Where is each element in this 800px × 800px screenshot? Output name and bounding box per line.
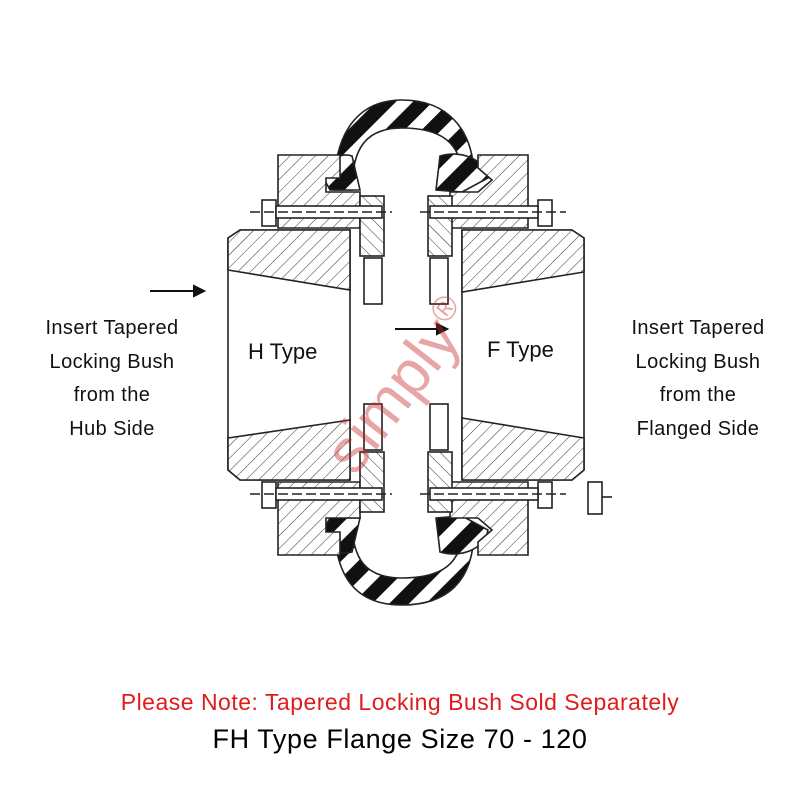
bolt-head-top-right	[537, 199, 553, 227]
left-plate-bottom-slot	[363, 403, 383, 451]
arrow-hub-side	[150, 284, 207, 298]
right-plate-bottom-slot	[429, 403, 449, 451]
sold-separately-note: Please Note: Tapered Locking Bush Sold S…	[120, 689, 680, 715]
hub-side-line-2: Locking Bush	[49, 350, 175, 373]
hub-side-line-1: Insert Tapered	[45, 317, 179, 339]
right-clamp-bottom	[427, 451, 453, 513]
right-plate-top-slot	[429, 257, 449, 305]
flanged-side-line-3: from the	[659, 384, 737, 406]
flanged-side-line-4: Flanged Side	[636, 417, 760, 440]
loose-nut	[587, 481, 603, 515]
f-type-label: F Type	[487, 337, 554, 362]
left-plate-top-slot	[363, 257, 383, 305]
hub-side-line-4: Hub Side	[69, 417, 155, 440]
left-clamp-bottom	[359, 451, 385, 513]
flanged-side-line-2: Locking Bush	[635, 350, 761, 373]
flanged-side-instruction: Insert Tapered Locking Bush from the Fla…	[598, 312, 798, 446]
hub-side-instruction: Insert Tapered Locking Bush from the Hub…	[12, 312, 212, 446]
product-caption: FH Type Flange Size 70 - 120	[212, 724, 588, 754]
bolt-head-bottom-right	[537, 481, 553, 509]
left-hub-taper-top	[227, 229, 351, 291]
left-clamp-top	[359, 195, 385, 257]
right-clamp-top	[427, 195, 453, 257]
arrow-flanged-side	[395, 322, 450, 336]
h-type-label: H Type	[248, 339, 318, 364]
hub-side-line-3: from the	[73, 384, 151, 406]
flanged-side-line-1: Insert Tapered	[631, 317, 765, 339]
left-hub-taper-bottom	[227, 419, 351, 481]
bolt-head-bottom-left	[261, 481, 277, 509]
right-hub-taper-top	[461, 229, 585, 293]
bolt-head-top-left	[261, 199, 277, 227]
right-hub-taper-bottom	[461, 417, 585, 481]
